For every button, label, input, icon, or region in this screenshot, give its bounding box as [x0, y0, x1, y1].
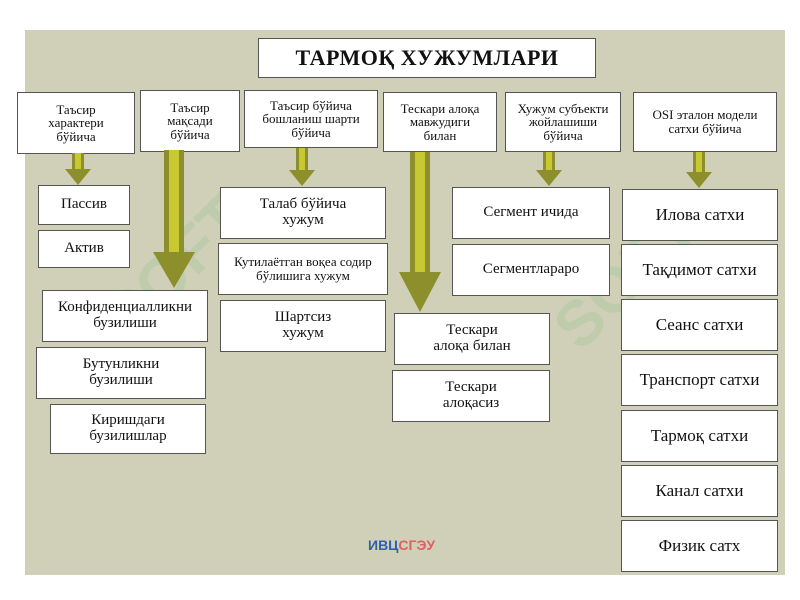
arrow-down-icon	[289, 148, 315, 186]
header-osi-level: OSI эталон модели сатхи бўйича	[633, 92, 777, 152]
item-confidentiality: Конфиденциалликни бузилиши	[42, 290, 208, 342]
item-passive: Пассив	[38, 185, 130, 225]
item-without-feedback: Тескари алоқасиз	[392, 370, 550, 422]
logo-part-1: ИВЦ	[368, 537, 399, 553]
logo: ИВЦСГЭУ	[368, 537, 435, 553]
item-with-feedback: Тескари алоқа билан	[394, 313, 550, 365]
item-osi-presentation: Тақдимот сатхи	[621, 244, 778, 296]
arrow-down-icon	[686, 152, 712, 188]
item-on-demand: Талаб бўйича хужум	[220, 187, 386, 239]
header-impact-goal: Таъсир мақсади бўйича	[140, 90, 240, 152]
logo-part-2: СГЭУ	[398, 537, 436, 553]
header-impact-character: Таъсир характери бўйича	[17, 92, 135, 154]
item-osi-application: Илова сатхи	[622, 189, 778, 241]
diagram-title: ТАРМОҚ ХУЖУМЛАРИ	[258, 38, 596, 78]
item-unconditional: Шартсиз хужум	[220, 300, 386, 352]
arrow-down-icon	[65, 153, 91, 185]
item-inter-segment: Сегментлараро	[452, 244, 610, 296]
item-access: Киришдаги бузилишлар	[50, 404, 206, 454]
item-integrity: Бутунликни бузилиши	[36, 347, 206, 399]
item-osi-physical: Физик сатх	[621, 520, 778, 572]
item-osi-datalink: Канал сатхи	[621, 465, 778, 517]
header-start-condition: Таъсир бўйича бошланиш шарти бўйича	[244, 90, 378, 148]
item-osi-transport: Транспорт сатхи	[621, 354, 778, 406]
item-intra-segment: Сегмент ичида	[452, 187, 610, 239]
arrow-down-icon	[536, 152, 562, 186]
item-osi-session: Сеанс сатхи	[621, 299, 778, 351]
item-event-attack: Кутилаётган воқеа содир бўлишига хужум	[218, 243, 388, 295]
header-feedback: Тескари алоқа мавжудиги билан	[383, 92, 497, 152]
arrow-down-icon	[399, 152, 441, 312]
item-active: Актив	[38, 230, 130, 268]
arrow-down-icon	[153, 150, 195, 288]
item-osi-network: Тармоқ сатхи	[621, 410, 778, 462]
header-attacker-location: Хужум субъекти жойлашиши бўйича	[505, 92, 621, 152]
